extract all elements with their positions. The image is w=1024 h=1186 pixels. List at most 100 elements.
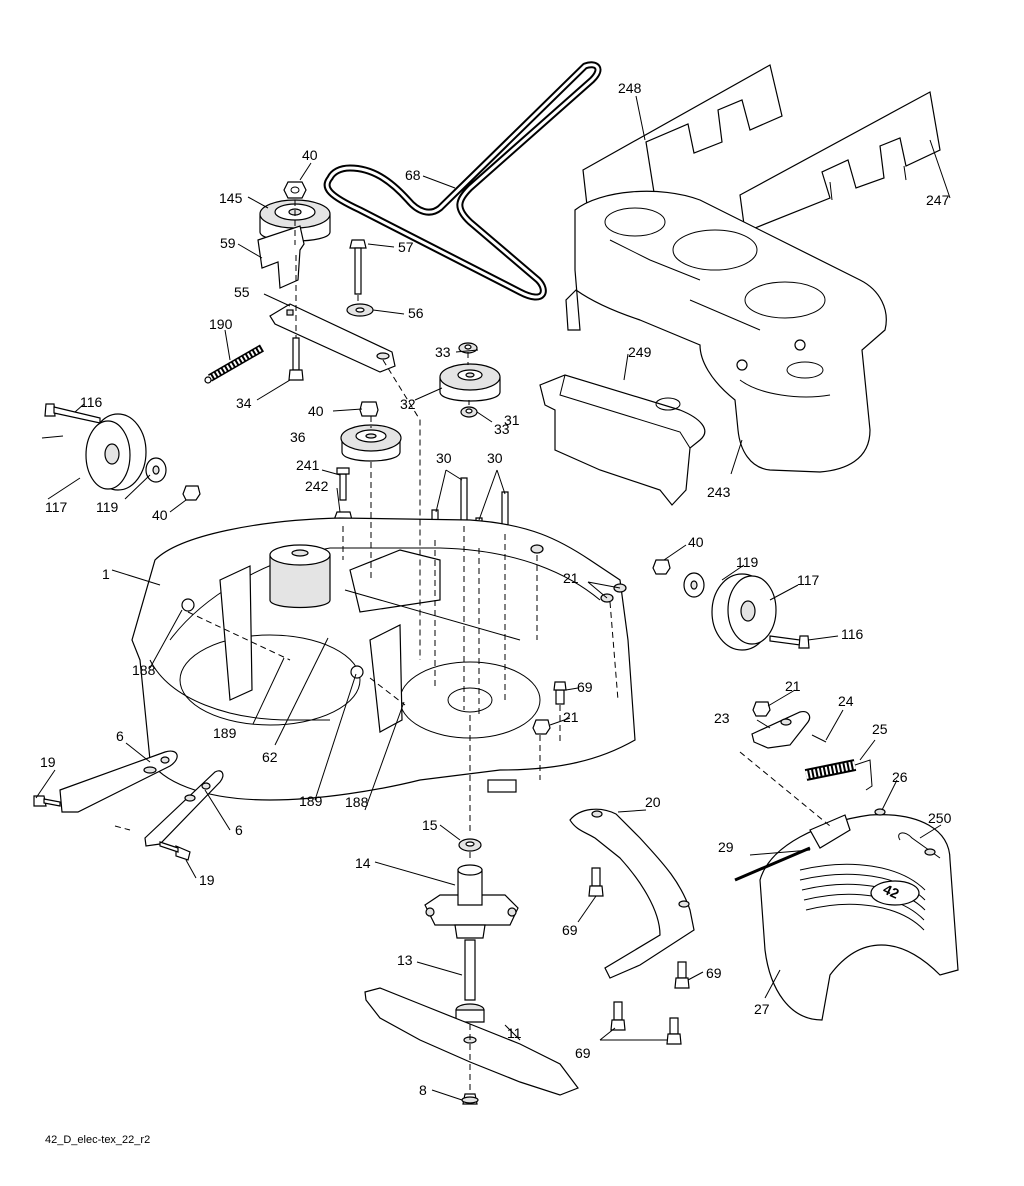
callout-69-deck: 69 — [577, 679, 593, 695]
washer-15 — [458, 838, 482, 852]
spacer-bracket-59 — [257, 225, 305, 289]
callout-248: 248 — [618, 80, 642, 96]
callout-21-chute: 21 — [785, 678, 801, 694]
lift-link-20 — [569, 808, 695, 979]
callout-119-left: 119 — [96, 499, 119, 515]
spindle-housing-14 — [424, 864, 519, 939]
spindle-shaft-13 — [455, 939, 485, 1023]
callout-241: 241 — [296, 457, 320, 473]
belt-guard-247 — [739, 91, 941, 233]
washer-56 — [346, 303, 374, 317]
callout-189-left: 189 — [213, 725, 237, 741]
drive-belt — [323, 61, 602, 301]
callout-117-right: 117 — [797, 572, 820, 588]
callout-31: 31 — [504, 412, 520, 428]
callout-119-right: 119 — [736, 554, 759, 570]
bolt-69-deck — [553, 681, 567, 705]
bolt-19-upper — [33, 795, 61, 807]
callout-56: 56 — [408, 305, 424, 321]
callout-59: 59 — [220, 235, 236, 251]
callout-20: 20 — [645, 794, 661, 810]
callout-23: 23 — [714, 710, 730, 726]
callout-116-right: 116 — [841, 626, 864, 642]
hanger-bracket-6-lower — [144, 770, 224, 847]
leader-lines — [35, 95, 951, 1101]
callout-62: 62 — [262, 749, 278, 765]
callout-19-upper: 19 — [40, 754, 56, 770]
callout-21: 21 — [563, 570, 579, 586]
callout-15: 15 — [422, 817, 438, 833]
nut-40-middle — [359, 401, 379, 417]
callout-242: 242 — [305, 478, 329, 494]
callout-32: 32 — [400, 396, 416, 412]
callout-69-bottom: 69 — [575, 1045, 591, 1061]
callout-8: 8 — [419, 1082, 427, 1098]
callout-40-middle: 40 — [308, 403, 324, 419]
callout-19-lower: 19 — [199, 872, 215, 888]
alignment-lines — [114, 200, 831, 1092]
mower-deck-1 — [131, 517, 636, 801]
callout-188-right: 188 — [345, 794, 369, 810]
spring-190 — [204, 344, 264, 384]
spring-250 — [898, 832, 941, 859]
pulley-32 — [439, 363, 501, 402]
callout-36: 36 — [290, 429, 306, 445]
callout-24: 24 — [838, 693, 854, 709]
callout-11: 11 — [507, 1025, 522, 1041]
callout-145: 145 — [219, 190, 243, 206]
nut-40-right — [652, 559, 671, 575]
callout-68: 68 — [405, 167, 421, 183]
callout-6-upper: 6 — [116, 728, 124, 744]
bolt-19-lower — [159, 841, 191, 861]
callout-30-a: 30 — [436, 450, 452, 466]
hanger-bracket-6-upper — [59, 750, 178, 813]
callout-116-left: 116 — [80, 394, 103, 410]
callout-117-left: 117 — [45, 499, 68, 515]
callout-29: 29 — [718, 839, 734, 855]
washer-119-right — [683, 572, 705, 598]
callout-247: 247 — [926, 192, 950, 208]
callout-249: 249 — [628, 344, 652, 360]
blade-11 — [364, 987, 579, 1096]
callout-6-lower: 6 — [235, 822, 243, 838]
callout-27: 27 — [754, 1001, 770, 1017]
callout-40: 40 — [302, 147, 318, 163]
callout-69-link: 69 — [562, 922, 578, 938]
bolts-69 — [588, 867, 690, 1045]
callout-243: 243 — [707, 484, 731, 500]
callout-190: 190 — [209, 316, 233, 332]
callout-69-right: 69 — [706, 965, 722, 981]
pin-24 — [811, 734, 827, 743]
nut-40-top — [283, 181, 307, 199]
rod-29 — [734, 846, 811, 882]
callout-33-lower: 33 — [494, 421, 510, 437]
nuts-21-deck — [530, 544, 627, 735]
callout-26: 26 — [892, 769, 908, 785]
bolt-241 — [336, 467, 350, 501]
callout-33: 33 — [435, 344, 451, 360]
bolt-34 — [288, 337, 304, 381]
callout-13: 13 — [397, 952, 413, 968]
callout-1: 1 — [102, 566, 110, 582]
pin-26 — [874, 808, 886, 816]
callout-labels: 40 145 68 248 247 59 57 55 56 190 33 32 … — [40, 80, 952, 1098]
callout-55: 55 — [234, 284, 250, 300]
blade-bolt-8 — [461, 1093, 479, 1105]
gauge-wheel-117-left — [85, 413, 147, 491]
callout-40-left: 40 — [152, 507, 168, 523]
nut-21-chute — [752, 701, 771, 717]
washer-33-bottom — [460, 406, 478, 418]
discharge-chute-27 — [759, 814, 959, 1021]
idler-arm-55 — [269, 303, 396, 373]
spring-25 — [804, 759, 873, 791]
callout-40-right: 40 — [688, 534, 704, 550]
deck-size-badge: 42 — [881, 881, 902, 902]
idler-pulley-36 — [340, 424, 402, 462]
callout-34: 34 — [236, 395, 252, 411]
callout-21-deck: 21 — [563, 709, 579, 725]
callout-25: 25 — [872, 721, 888, 737]
callout-57: 57 — [398, 239, 414, 255]
washer-119-left — [145, 457, 167, 483]
